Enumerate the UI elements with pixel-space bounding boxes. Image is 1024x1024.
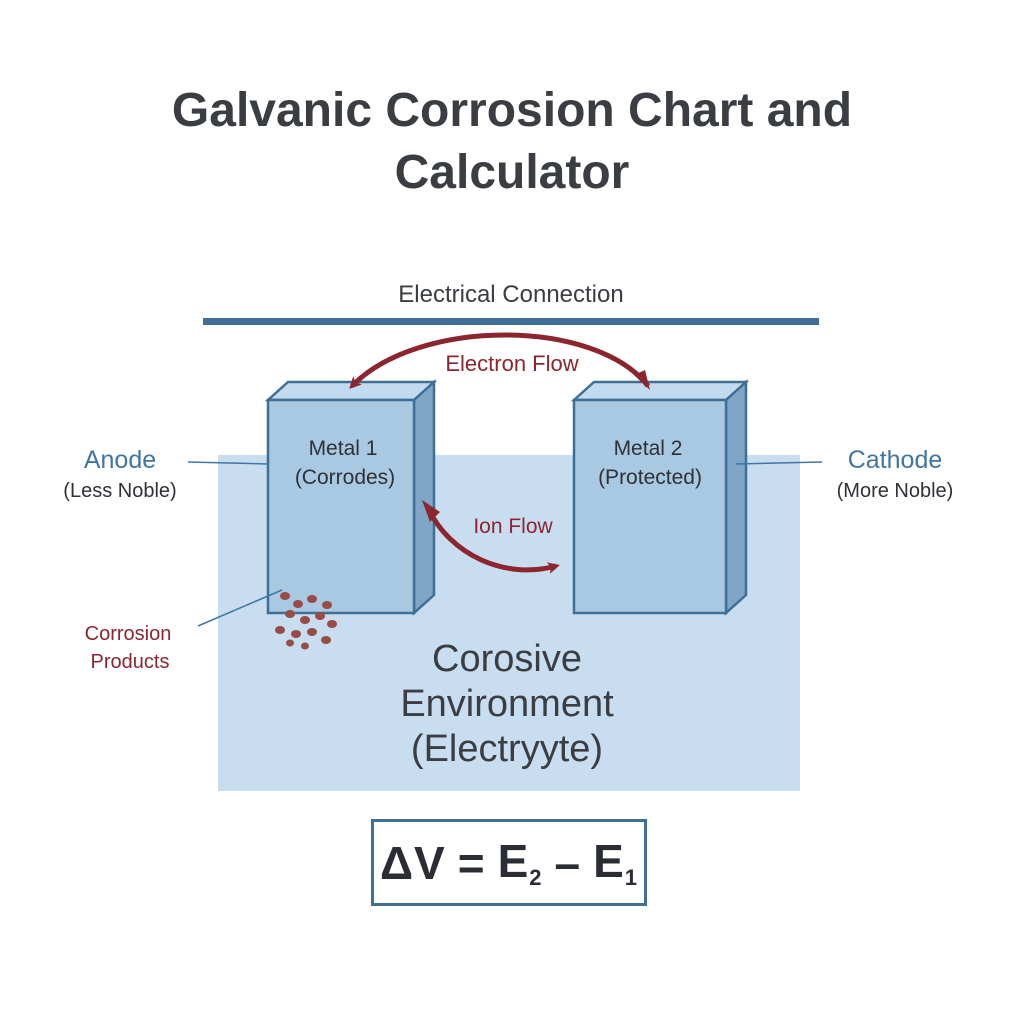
anode-sublabel: (Less Noble)	[63, 480, 176, 502]
formula-box: ΔV = E2 – E1	[371, 819, 647, 906]
metal-2-top	[570, 380, 750, 402]
formula-equals: =	[457, 836, 486, 889]
metal-1-label-line-1: Metal 1	[309, 437, 378, 460]
metal-1-block: Metal 1 (Corrodes)	[264, 379, 438, 616]
metal-2-front	[572, 398, 728, 615]
title-line-1: Galvanic Corrosion Chart and	[171, 84, 853, 137]
metal-2-side	[724, 379, 748, 616]
formula-delta-v: ΔV	[379, 836, 446, 889]
page-title: Galvanic Corrosion Chart and Calculator	[0, 80, 1024, 204]
formula-e2: E2	[498, 834, 543, 891]
corrosion-leader-line	[197, 589, 283, 627]
corrosion-particles	[275, 592, 337, 650]
formula-e1-letter: E	[593, 835, 625, 887]
electrical-connection-label: Electrical Connection	[398, 281, 623, 308]
metal-2-label-line-1: Metal 2	[614, 437, 683, 460]
anode-label: Anode	[84, 446, 156, 474]
formula-e2-letter: E	[497, 835, 530, 887]
environment-label-line-3: (Electryyte)	[411, 728, 603, 770]
ion-flow-arrowhead-left	[422, 500, 440, 522]
formula-e1: E1	[593, 834, 638, 891]
electron-flow-arrowhead-right	[634, 370, 650, 390]
electron-flow-arrow	[349, 332, 650, 389]
cathode-leader-line	[735, 461, 823, 465]
metal-2-block: Metal 2 (Protected)	[570, 379, 750, 616]
metal-1-label-line-2: (Corrodes)	[295, 466, 395, 489]
metal-1-side	[412, 379, 436, 616]
ion-flow-label: Ion Flow	[473, 515, 553, 538]
formula-e2-subscript: 2	[529, 865, 543, 890]
formula-minus: –	[554, 836, 582, 889]
metal-2-label-line-2: (Protected)	[598, 466, 702, 489]
corrosion-label-line-1: Corrosion	[85, 623, 172, 645]
cathode-sublabel: (More Noble)	[837, 480, 954, 502]
electron-flow-label: Electron Flow	[445, 351, 578, 376]
environment-label-line-1: Corosive	[432, 638, 582, 680]
ion-flow-arrow	[425, 506, 560, 574]
anode-leader-line	[187, 461, 269, 465]
environment-label-line-2: Environment	[400, 683, 614, 725]
corrosion-label-line-2: Products	[91, 651, 170, 673]
metal-1-front	[266, 398, 416, 615]
title-line-2: Calculator	[394, 146, 630, 199]
electrical-connection-bar	[203, 318, 819, 325]
formula-e1-subscript: 1	[624, 865, 639, 890]
cathode-label: Cathode	[848, 446, 943, 474]
